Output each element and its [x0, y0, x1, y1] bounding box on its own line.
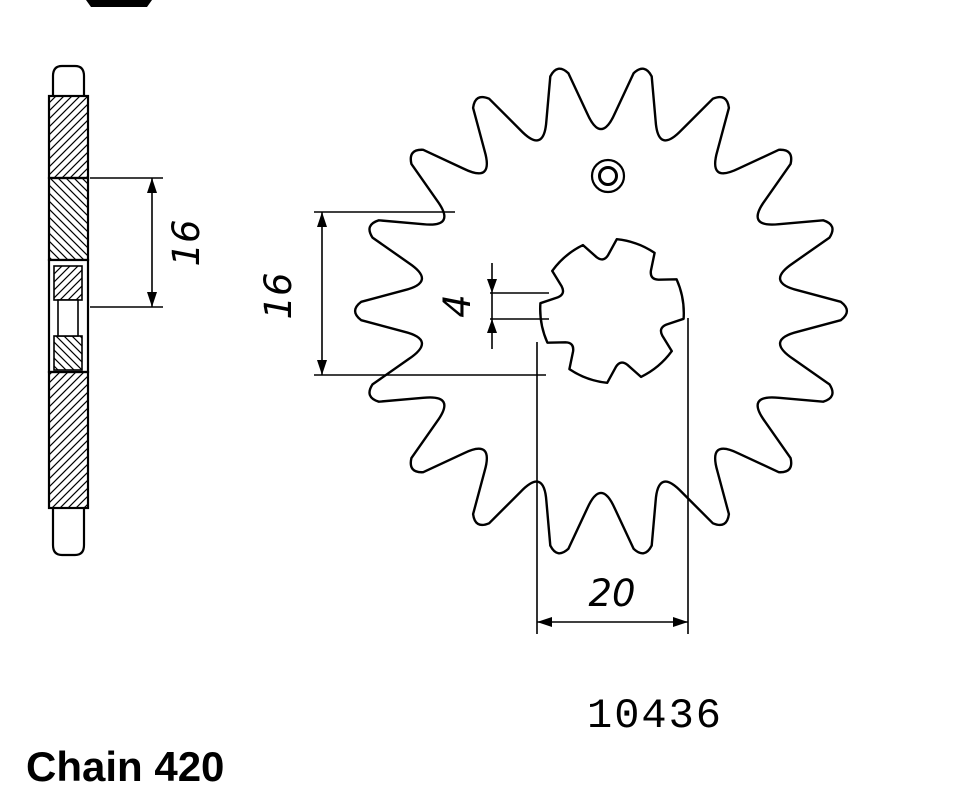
pin-hole-inner-circle: [598, 166, 618, 186]
side-hatch-upper-mid: [47, 176, 90, 262]
dimension-bore-diameter: 20: [536, 318, 689, 634]
cropped-logo-artifact: [86, 0, 152, 7]
spline-height-value: 16: [257, 272, 300, 319]
side-bore-section: [57, 299, 79, 337]
dimension-spline-height: 16: [257, 211, 546, 376]
sprocket-side-view: [47, 64, 90, 557]
arrow-left-icon: [537, 617, 552, 627]
arrow-right-icon: [673, 617, 688, 627]
side-hub-key-top: [53, 265, 83, 301]
dimension-spline-depth: 4: [436, 263, 549, 349]
spline-depth-value: 4: [436, 294, 479, 318]
side-bottom-cap: [51, 508, 86, 557]
arrow-up-icon: [487, 319, 497, 333]
hub-width-value: 16: [165, 219, 208, 266]
chain-type-label: Chain 420: [26, 743, 224, 790]
arrow-up-icon: [317, 212, 327, 227]
arrow-down-icon: [487, 279, 497, 293]
side-hatch-top: [47, 94, 90, 180]
bore-diameter-value: 20: [588, 572, 635, 615]
side-top-cap: [51, 64, 86, 96]
sprocket-front-view: [353, 67, 849, 555]
part-number: 10436: [587, 692, 723, 740]
arrow-down-icon: [317, 360, 327, 375]
dimension-hub-width: 16: [90, 177, 208, 308]
arrow-up-icon: [147, 178, 157, 193]
side-hatch-bottom: [47, 370, 90, 510]
spline-bore-outline: [539, 238, 685, 384]
arrow-down-icon: [147, 292, 157, 307]
side-hub-key-bottom: [53, 335, 83, 371]
